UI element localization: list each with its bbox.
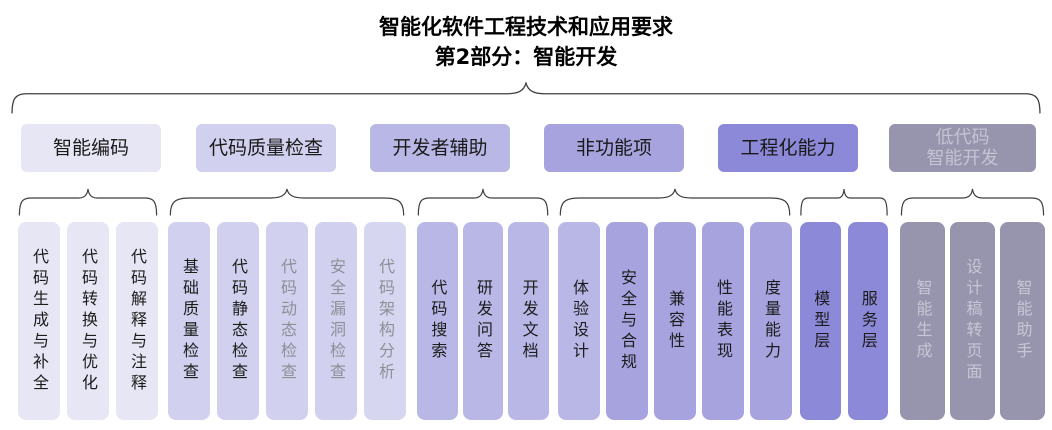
group-brace-developer-assist: [417, 188, 549, 216]
pillar-label: 代码架构分析: [376, 258, 395, 384]
pillar-service-layer: 服务层: [847, 222, 888, 420]
group-header-low-code-intelligent-dev: 低代码智能开发: [889, 124, 1036, 172]
pillar-intelligent-generation: 智能生成: [900, 222, 945, 420]
pillar-experience-design: 体验设计: [558, 222, 600, 420]
group-columns-code-quality-check: 基础质量检查 代码静态检查 代码动态检查 安全漏洞检查 代码架构分析: [168, 222, 406, 420]
brace-graphic: [900, 188, 1045, 216]
pillar-compatibility: 兼容性: [654, 222, 696, 420]
pillar-label: 代码搜索: [428, 279, 448, 363]
pillar-security-vulnerability-check: 安全漏洞检查: [315, 222, 357, 420]
pillar-code-conversion-optimization: 代码转换与优化: [67, 222, 109, 420]
group-header-label: 非功能项: [575, 136, 652, 159]
group-header-developer-assist: 开发者辅助: [370, 124, 510, 172]
pillar-code-static-check: 代码静态检查: [217, 222, 259, 420]
group-columns-engineering-capability: 模型层 服务层: [800, 222, 888, 420]
pillar-label: 智能生成: [913, 279, 933, 363]
pillar-label: 安全漏洞检查: [327, 258, 346, 384]
pillar-label: 代码静态检查: [229, 258, 248, 384]
pillar-label: 度量能力: [762, 279, 781, 363]
group-header-label: 智能编码: [52, 136, 129, 159]
pillar-rd-question-answer: 研发问答: [462, 222, 504, 420]
pillar-code-dynamic-check: 代码动态检查: [266, 222, 308, 420]
group-header-non-functional: 非功能项: [544, 124, 684, 172]
pillar-label: 服务层: [858, 289, 878, 353]
pillar-design-to-page: 设计稿转页面: [950, 222, 995, 420]
pillar-label: 代码生成与补全: [30, 247, 49, 395]
brace-graphic: [18, 188, 158, 216]
pillar-security-compliance: 安全与合规: [606, 222, 648, 420]
group-columns-intelligent-coding: 代码生成与补全 代码转换与优化 代码解释与注释: [18, 222, 158, 420]
group-brace-non-functional: [558, 188, 792, 216]
pillar-model-layer: 模型层: [800, 222, 841, 420]
brace-graphic: [558, 188, 792, 216]
group-columns-non-functional: 体验设计 安全与合规 兼容性 性能表现 度量能力: [558, 222, 792, 420]
group-header-intelligent-coding: 智能编码: [21, 124, 161, 172]
pillar-code-generation-completion: 代码生成与补全: [18, 222, 60, 420]
group-columns-low-code-intelligent-dev: 智能生成 设计稿转页面 智能助手: [900, 222, 1045, 420]
brace-graphic: [800, 188, 888, 216]
pillar-label: 智能助手: [1013, 279, 1033, 363]
pillar-label: 开发文档: [519, 279, 539, 363]
pillar-label: 安全与合规: [618, 268, 637, 374]
pillar-code-search: 代码搜索: [417, 222, 458, 420]
pillar-label: 体验设计: [570, 279, 589, 363]
brace-graphic: [10, 82, 1042, 114]
brace-graphic: [168, 188, 406, 216]
group-header-label: 代码质量检查: [208, 136, 323, 159]
group-brace-low-code-intelligent-dev: [900, 188, 1045, 216]
pillar-label: 代码转换与优化: [79, 247, 98, 395]
pillar-dev-documentation: 开发文档: [508, 222, 550, 420]
group-brace-intelligent-coding: [18, 188, 158, 216]
pillar-label: 代码解释与注释: [128, 247, 147, 395]
group-header-code-quality-check: 代码质量检查: [196, 124, 336, 172]
pillar-label: 研发问答: [474, 279, 493, 363]
pillar-performance: 性能表现: [702, 222, 744, 420]
pillar-intelligent-assistant: 智能助手: [1000, 222, 1045, 420]
pillar-label: 基础质量检查: [180, 258, 199, 384]
pillar-code-explanation-annotation: 代码解释与注释: [116, 222, 158, 420]
brace-graphic: [417, 188, 549, 216]
top-level-brace: [10, 82, 1042, 114]
pillar-label: 代码动态检查: [278, 258, 297, 384]
pillar-measurement-capability: 度量能力: [750, 222, 792, 420]
title-line1: 智能化软件工程技术和应用要求: [379, 15, 673, 39]
pillar-basic-quality-check: 基础质量检查: [168, 222, 210, 420]
group-header-label: 低代码: [935, 126, 990, 148]
pillar-label: 设计稿转页面: [963, 258, 983, 384]
pillar-label: 性能表现: [714, 279, 733, 363]
group-brace-code-quality-check: [168, 188, 406, 216]
pillar-code-architecture-analysis: 代码架构分析: [364, 222, 406, 420]
group-header-label: 智能开发: [926, 148, 999, 169]
group-header-label: 工程化能力: [740, 136, 836, 159]
group-header-engineering-capability: 工程化能力: [718, 124, 858, 172]
title-line2: 第2部分：智能开发: [434, 45, 618, 69]
group-brace-engineering-capability: [800, 188, 888, 216]
group-columns-developer-assist: 代码搜索 研发问答 开发文档: [417, 222, 550, 420]
pillar-label: 兼容性: [666, 289, 685, 353]
group-header-label: 开发者辅助: [392, 136, 488, 159]
page-title: 智能化软件工程技术和应用要求 第2部分：智能开发: [0, 12, 1052, 72]
pillar-label: 模型层: [811, 289, 831, 353]
